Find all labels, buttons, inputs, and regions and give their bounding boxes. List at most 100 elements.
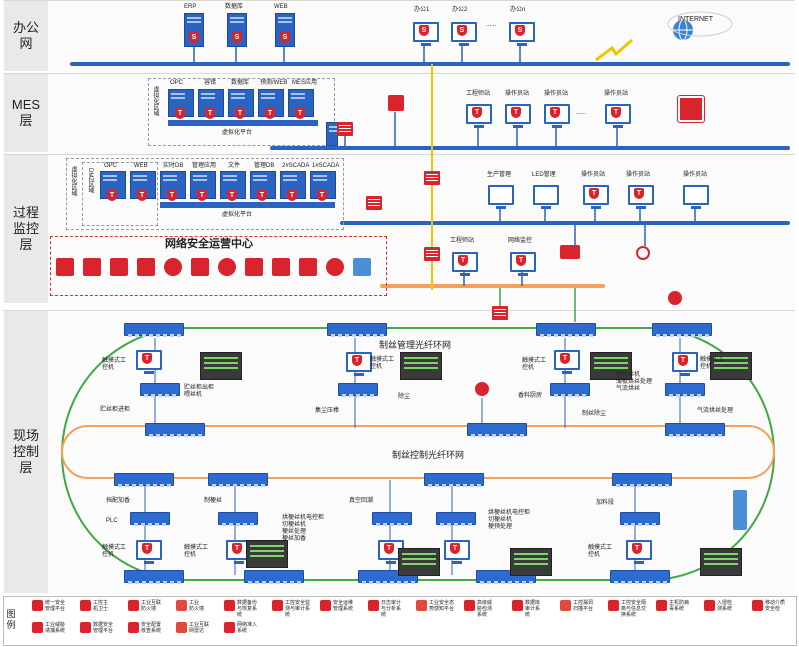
process-station-label: 操作员站 [626, 172, 651, 178]
process-server-label: 2#SCADA [282, 163, 310, 169]
host-guard-icon: T [107, 190, 117, 201]
field-label-stem-group2: 烘梗丝机电控柜 切梗丝机 梗预处理 [488, 510, 531, 530]
legend-label: 工业 防火墙 [189, 600, 205, 612]
isolation-gateway-icon [678, 96, 704, 122]
process-virtual-zone [66, 158, 344, 230]
legend-label: 主机防病 毒系统 [669, 600, 690, 612]
legend-icon [416, 600, 427, 611]
process-station-label: 操作员站 [683, 172, 708, 178]
field-label-vacuum: 真空回潮 [349, 498, 374, 504]
switch-icon [338, 383, 378, 397]
switch-icon [652, 323, 712, 337]
legend-icon [368, 600, 379, 611]
legend-icon [512, 600, 523, 611]
host-guard-icon: T [227, 190, 237, 201]
plc-icon [246, 540, 288, 568]
field-label-feed: 加料段 [596, 500, 615, 506]
host-guard-icon: T [632, 543, 642, 554]
router-icon [83, 258, 101, 276]
plc-icon [700, 548, 742, 576]
legend-icon [656, 600, 667, 611]
switch-icon [218, 512, 258, 526]
field-label-zhigeng: 制梗丝 [204, 498, 223, 504]
layer-label-field: 现场 控制 层 [4, 311, 48, 593]
process-station-label: LED管理 [532, 172, 556, 178]
legend-icon [80, 622, 91, 633]
mes-server-label: OPC [170, 80, 184, 86]
switch-icon [124, 323, 184, 337]
field-label-stem-group: 烘梗丝机电控柜 切梗丝机 梗丝处理 梗丝加香 [282, 515, 325, 542]
legend-label: 数据安全 管理平台 [93, 622, 114, 634]
switch-icon [114, 473, 174, 487]
firewall-icon [424, 171, 440, 185]
host-guard-icon: S [232, 32, 242, 43]
dmz-zone [82, 162, 158, 226]
process-platform-bar [160, 202, 335, 208]
plc-icon [510, 548, 552, 576]
switch-icon [536, 323, 596, 337]
kiosk-icon [353, 258, 371, 276]
legend-icon [176, 622, 187, 633]
vulnerability-scanner-icon [560, 245, 580, 259]
switch-icon [612, 473, 672, 487]
mes-station-label: 操作员站 [544, 91, 569, 97]
process-server-label: 管理DB [254, 163, 275, 169]
process-server-icon [220, 171, 246, 199]
field-label-touch: 触摸式工控机 [588, 545, 613, 558]
security-kiosk-icon [733, 490, 747, 530]
legend-icon [176, 600, 187, 611]
host-guard-icon: T [511, 107, 521, 118]
mes-station-label: 工程师站 [466, 91, 491, 97]
host-guard-icon: T [205, 108, 215, 119]
legend-label: 工业互联 防火墙 [141, 600, 162, 612]
legend-label: 数据备份 与恢复系 统 [237, 600, 258, 618]
office-band [3, 0, 795, 73]
mes-server-label: MES应用 [292, 80, 318, 86]
host-guard-icon: T [235, 108, 245, 119]
process-server-label: WEB [134, 163, 148, 169]
legend-icon [272, 600, 283, 611]
field-label-zhisi-dust: 制丝除尘 [582, 411, 607, 417]
legend-label: 移动介质 安全检 [765, 600, 786, 612]
legend-label: 统一安全 管理平台 [45, 600, 66, 612]
field-label-touch: 触摸式工控机 [102, 358, 127, 371]
mes-server-label: 容错 [204, 80, 217, 86]
process-lower-station-label: 工程师站 [450, 238, 475, 244]
process-platform-label: 虚拟化平台 [222, 212, 253, 218]
legend-label: 网络准入 系统 [237, 622, 258, 634]
host-guard-icon: T [197, 190, 207, 201]
plc-icon [590, 352, 632, 380]
switch-icon [610, 570, 670, 584]
switch-icon [665, 423, 725, 437]
switch-icon [327, 323, 387, 337]
host-guard-icon: T [384, 543, 394, 554]
legend-icon [32, 622, 43, 633]
legend-icon [752, 600, 763, 611]
switch-icon [140, 383, 180, 397]
legend-label: 工控安全监 测与审计系 统 [285, 600, 311, 618]
legend-label: 工控安全隔 离与信息交 换系统 [621, 600, 647, 618]
legend-label: 工控主 机卫士 [93, 600, 109, 612]
switch-icon [130, 512, 170, 526]
process-lower-station-label: 网络监控 [508, 238, 533, 244]
host-guard-icon: T [472, 107, 482, 118]
office-server-label-web: WEB [274, 4, 288, 10]
host-guard-icon: T [352, 355, 362, 366]
host-guard-icon: T [550, 107, 560, 118]
soc-box [50, 236, 387, 296]
legend-label: 安全配置 核查系统 [141, 622, 162, 634]
field-label-dust-press: 集尘压棒 [315, 408, 340, 414]
field-label-storage-in: 贮丝柜进柜 [100, 407, 131, 413]
scan-icon [110, 258, 128, 276]
process-server-label: 管理应用 [192, 163, 217, 169]
office-server-label-erp: ERP [184, 4, 197, 10]
server-icon [137, 258, 155, 276]
switch-icon [424, 473, 484, 487]
process-server-label: 1#SCADA [312, 163, 340, 169]
legend-label: 数据库 审计系 统 [525, 600, 541, 618]
host-guard-icon: T [634, 188, 644, 199]
switch-icon [436, 512, 476, 526]
switch-icon [372, 512, 412, 526]
search-icon [636, 246, 650, 260]
legend-icon [704, 600, 715, 611]
